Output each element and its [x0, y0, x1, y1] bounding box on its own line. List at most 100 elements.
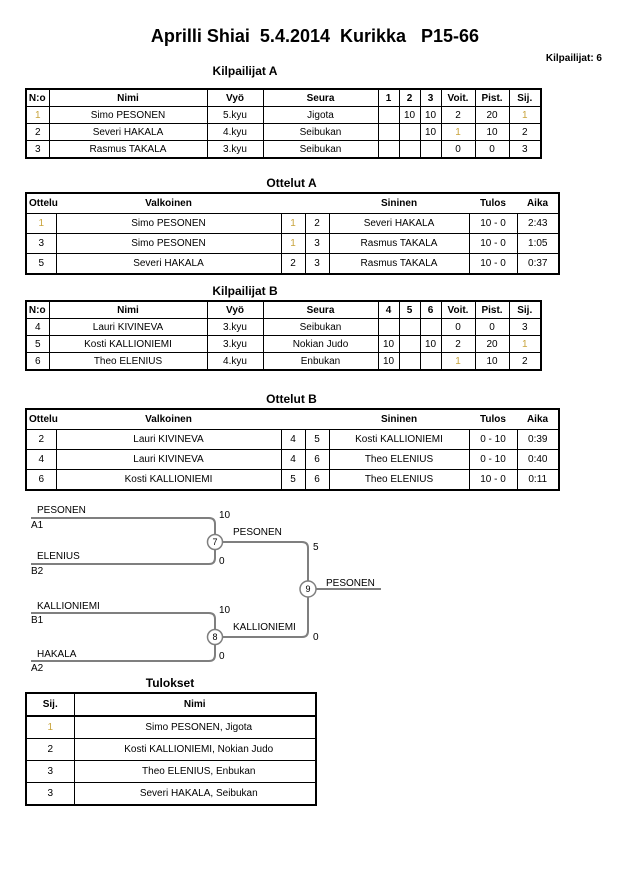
table-cell: Seibukan	[262, 140, 379, 159]
match-7-bottom-score: 0	[219, 556, 225, 567]
match-8-winner: KALLIONIEMI	[233, 622, 296, 633]
table-cell: 1	[25, 106, 50, 124]
table-row: 2 Kosti KALLIONIEMI, Nokian Judo	[25, 738, 317, 761]
column-header: Valkoinen	[56, 408, 281, 430]
column-header: N:o	[25, 88, 50, 107]
page-title: Aprilli Shiai 5.4.2014 Kurikka P15-66	[150, 26, 480, 46]
bracket-entry-name: KALLIONIEMI	[37, 601, 100, 612]
column-header: 3	[419, 88, 442, 107]
table-cell: 10	[474, 123, 510, 141]
table-row: 2 Lauri KIVINEVA 4 5 Kosti KALLIONIEMI 0…	[25, 429, 560, 450]
table-row: 5 Kosti KALLIONIEMI 3.kyu Nokian Judo 10…	[25, 335, 542, 353]
column-header-empty	[305, 408, 329, 430]
table-row: 3 Simo PESONEN 1 3 Rasmus TAKALA 10 - 0 …	[25, 233, 560, 254]
column-header: Pist.	[474, 88, 510, 107]
table-cell: Rasmus TAKALA	[328, 253, 470, 275]
header-row: Ottelu Valkoinen Sininen Tulos Aika	[26, 408, 559, 430]
column-header: Nimi	[48, 88, 208, 107]
table-cell: 3	[304, 253, 330, 275]
table-cell: 10	[377, 335, 400, 353]
table-cell: 10	[419, 106, 442, 124]
bracket-entry-name: ELENIUS	[37, 551, 80, 562]
table-cell: 4	[25, 318, 50, 336]
table-cell: 2	[440, 106, 476, 124]
table-cell	[419, 318, 442, 336]
table-cell: Severi HAKALA	[55, 253, 282, 275]
table-cell: Seibukan	[262, 123, 379, 141]
table-cell: 6	[25, 469, 57, 491]
table-cell: Simo PESONEN, Jigota	[73, 715, 317, 739]
match-9-winner: PESONEN	[326, 578, 375, 589]
table-cell: 0:39	[516, 429, 560, 450]
table-cell: 2:43	[516, 213, 560, 234]
ottelut-a-table: Ottelu Valkoinen Sininen Tulos Aika 1 Si…	[25, 192, 560, 275]
table-row: 5 Severi HAKALA 2 3 Rasmus TAKALA 10 - 0…	[25, 253, 560, 275]
table-cell: 1:05	[516, 233, 560, 254]
table-cell: Lauri KIVINEVA	[55, 449, 282, 470]
table-cell: Lauri KIVINEVA	[55, 429, 282, 450]
column-header: Seura	[262, 88, 379, 107]
kilpailijat-b-table: N:o Nimi Vyö Seura 4 5 6 Voit. Pist. Sij…	[25, 300, 542, 371]
table-cell: Theo ELENIUS	[328, 469, 470, 491]
match-node-9-circle	[299, 580, 317, 598]
table-cell: 10 - 0	[468, 469, 518, 491]
column-header: Tulos	[469, 192, 517, 214]
bracket-line-winner8	[222, 597, 309, 638]
table-cell: 4	[280, 449, 306, 470]
column-header: 4	[377, 300, 400, 319]
table-cell: 5	[25, 253, 57, 275]
match-7-winner-score: 5	[313, 542, 319, 553]
table-cell: Kosti KALLIONIEMI	[48, 335, 208, 353]
table-cell: Jigota	[262, 106, 379, 124]
table-cell: 1	[25, 213, 57, 234]
table-row: 3 Rasmus TAKALA 3.kyu Seibukan 0 0 3	[25, 140, 542, 159]
table-cell: 0:40	[516, 449, 560, 470]
column-header: Sij.	[508, 300, 542, 319]
column-header: Nimi	[73, 692, 317, 717]
table-cell: 6	[304, 449, 330, 470]
table-cell: 10	[377, 352, 400, 371]
table-cell: 6	[25, 352, 50, 371]
table-cell: 2	[440, 335, 476, 353]
table-row: 6 Kosti KALLIONIEMI 5 6 Theo ELENIUS 10 …	[25, 469, 560, 491]
bracket-entry-seed: A2	[31, 663, 44, 674]
table-row: 3 Theo ELENIUS, Enbukan	[25, 760, 317, 783]
table-cell: 1	[25, 715, 75, 739]
table-cell: 5.kyu	[206, 106, 264, 124]
table-cell: Kosti KALLIONIEMI	[328, 429, 470, 450]
table-row: 1 Simo PESONEN, Jigota	[25, 715, 317, 739]
column-header: Sininen	[329, 192, 469, 214]
table-cell: Severi HAKALA	[48, 123, 208, 141]
table-cell: 1	[508, 106, 542, 124]
table-cell: 20	[474, 106, 510, 124]
table-cell: 3.kyu	[206, 318, 264, 336]
competitor-count: Kilpailijat: 6	[545, 53, 602, 64]
column-header: Sij.	[25, 692, 75, 717]
table-cell: Rasmus TAKALA	[48, 140, 208, 159]
match-8-top-score: 10	[219, 605, 231, 616]
section-heading-kilpailijat-a: Kilpailijat A	[212, 64, 278, 78]
column-header-empty	[281, 192, 305, 214]
table-cell: Rasmus TAKALA	[328, 233, 470, 254]
table-cell: 1	[508, 335, 542, 353]
table-cell: 4.kyu	[206, 352, 264, 371]
column-header: Ottelu	[26, 192, 58, 214]
table-cell: 2	[25, 123, 50, 141]
column-header-empty	[305, 192, 329, 214]
table-cell: 3	[508, 140, 542, 159]
table-cell: 10	[474, 352, 510, 371]
table-cell	[398, 140, 421, 159]
bracket-line-seed2	[31, 549, 216, 565]
table-cell: Kosti KALLIONIEMI, Nokian Judo	[73, 738, 317, 761]
table-cell: 5	[25, 335, 50, 353]
match-node-8-circle	[206, 628, 224, 646]
table-cell	[377, 140, 400, 159]
table-row: 1 Simo PESONEN 1 2 Severi HAKALA 10 - 0 …	[25, 213, 560, 234]
table-cell: 5	[304, 429, 330, 450]
table-cell: 10	[419, 123, 442, 141]
table-cell: 0	[440, 140, 476, 159]
table-cell: 4.kyu	[206, 123, 264, 141]
bracket-entry-seed: B2	[31, 566, 44, 577]
column-header: Ottelu	[26, 408, 58, 430]
table-cell	[398, 123, 421, 141]
